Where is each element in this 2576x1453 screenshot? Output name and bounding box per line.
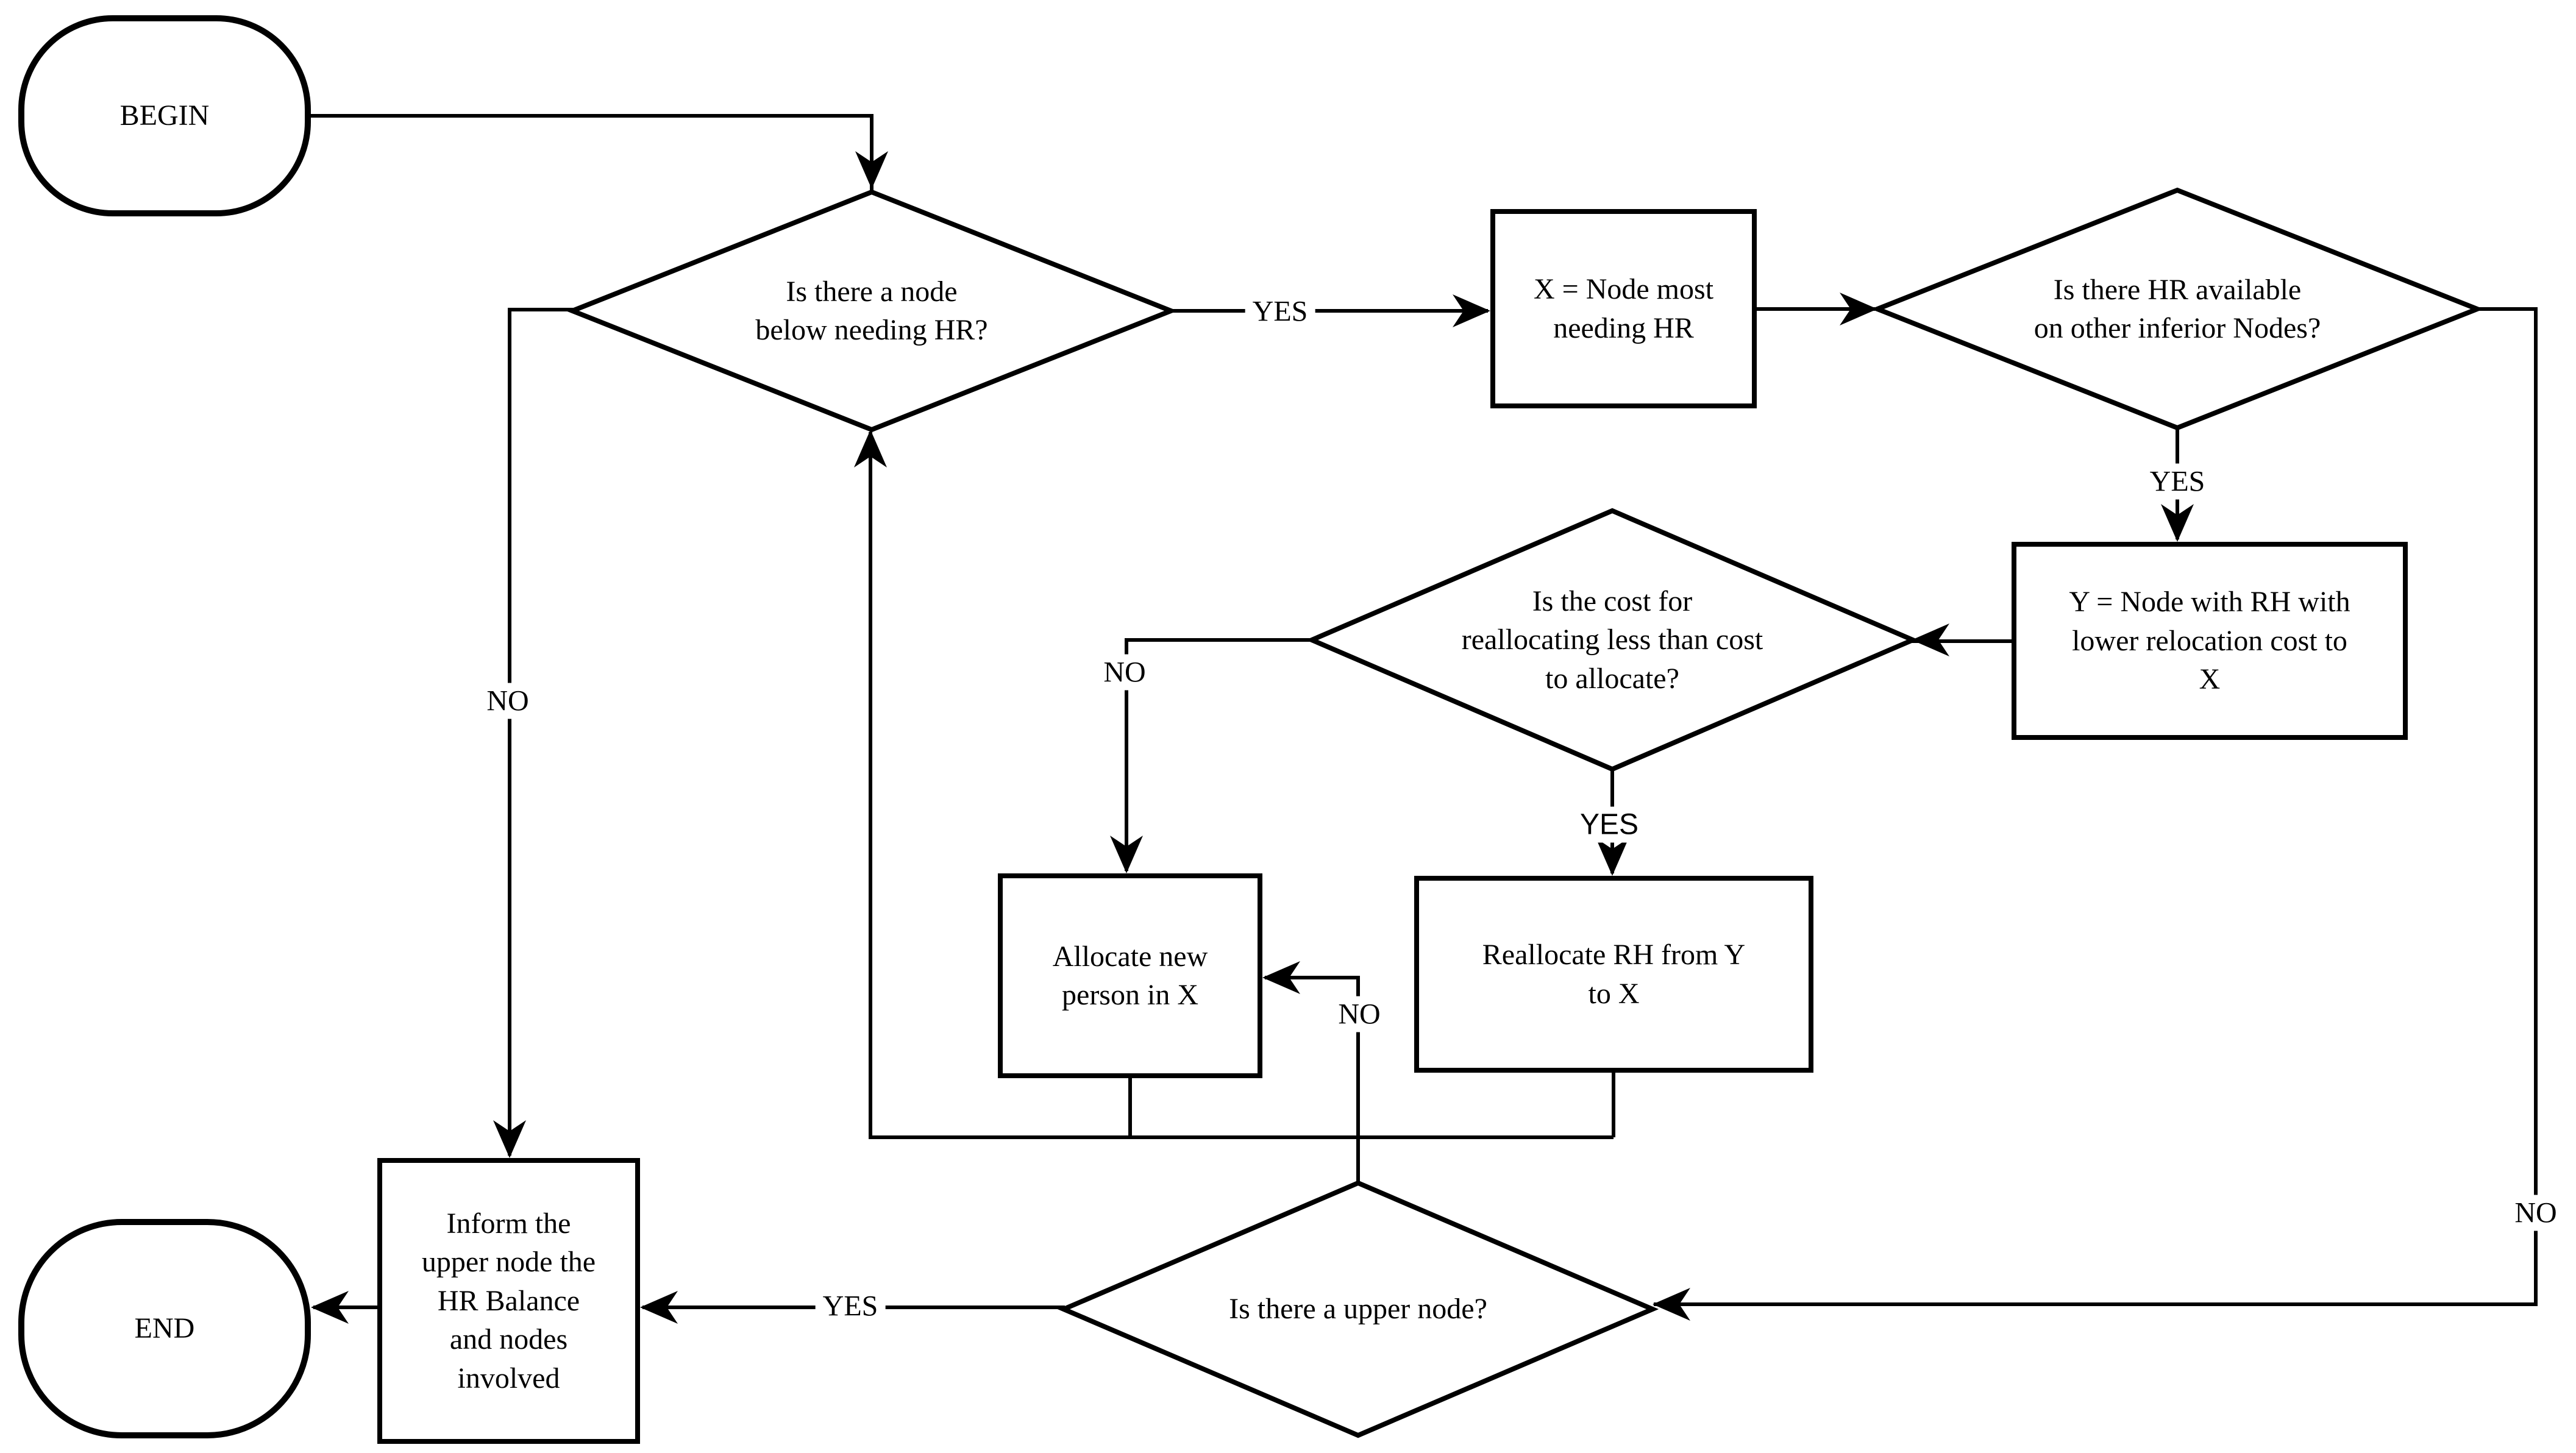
process-x-node: X = Node most needing HR — [1490, 209, 1757, 408]
edge-label-d2-yes: YES — [2142, 463, 2213, 500]
terminator-end-label: END — [134, 1312, 195, 1345]
process-x-node-label: X = Node most needing HR — [1533, 273, 1714, 344]
process-inform-label: Inform the upper node the HR Balance and… — [421, 1207, 596, 1394]
decision-cost-label: Is the cost for reallocating less than c… — [1461, 584, 1763, 695]
edge-d3-alloc-no — [1125, 638, 1313, 871]
process-y-node-label: Y = Node with RH with lower relocation c… — [2069, 586, 2350, 696]
edge-label-d2-no: NO — [2507, 1195, 2564, 1231]
edge-d2-d4-no — [1654, 307, 2538, 1306]
terminator-begin: BEGIN — [18, 15, 311, 216]
process-allocate: Allocate new person in X — [998, 873, 1262, 1078]
decision-node-below-shape — [566, 189, 1178, 433]
process-allocate-label: Allocate new person in X — [1052, 940, 1208, 1011]
decision-upper-node: Is there a upper node? — [1122, 1268, 1595, 1351]
edge-begin-d1 — [308, 114, 873, 190]
edge-d1-inform-no — [508, 308, 574, 1156]
process-y-node: Y = Node with RH with lower relocation c… — [2012, 542, 2408, 740]
edge-d4-alloc-no — [1265, 976, 1360, 1184]
edge-label-d3-yes: YES — [1572, 806, 1646, 843]
decision-hr-available-label: Is there HR available on other inferior … — [2033, 273, 2321, 344]
edge-label-d3-no: NO — [1096, 654, 1153, 691]
decision-upper-node-label: Is there a upper node? — [1229, 1293, 1487, 1326]
decision-cost: Is the cost for reallocating less than c… — [1353, 561, 1871, 719]
edge-label-d1-no: NO — [479, 683, 536, 719]
edge-loop-d1 — [869, 432, 1614, 1139]
decision-hr-available-shape — [1871, 187, 2484, 431]
edge-label-d4-no: NO — [1331, 996, 1388, 1032]
decision-upper-node-shape — [1057, 1180, 1659, 1438]
terminator-end: END — [18, 1219, 311, 1438]
process-reallocate: Reallocate RH from Y to X — [1414, 876, 1813, 1073]
edge-label-d4-yes: YES — [815, 1288, 886, 1324]
edge-label-d1-yes: YES — [1245, 293, 1315, 330]
decision-node-below: Is there a node below needing HR? — [640, 238, 1103, 384]
decision-shapes — [566, 187, 2484, 1438]
decision-node-below-label: Is there a node below needing HR? — [755, 275, 988, 346]
process-inform: Inform the upper node the HR Balance and… — [377, 1158, 640, 1444]
terminator-begin-label: BEGIN — [119, 99, 210, 132]
process-reallocate-label: Reallocate RH from Y to X — [1482, 939, 1746, 1010]
decision-hr-available: Is there HR available on other inferior … — [1920, 236, 2435, 382]
